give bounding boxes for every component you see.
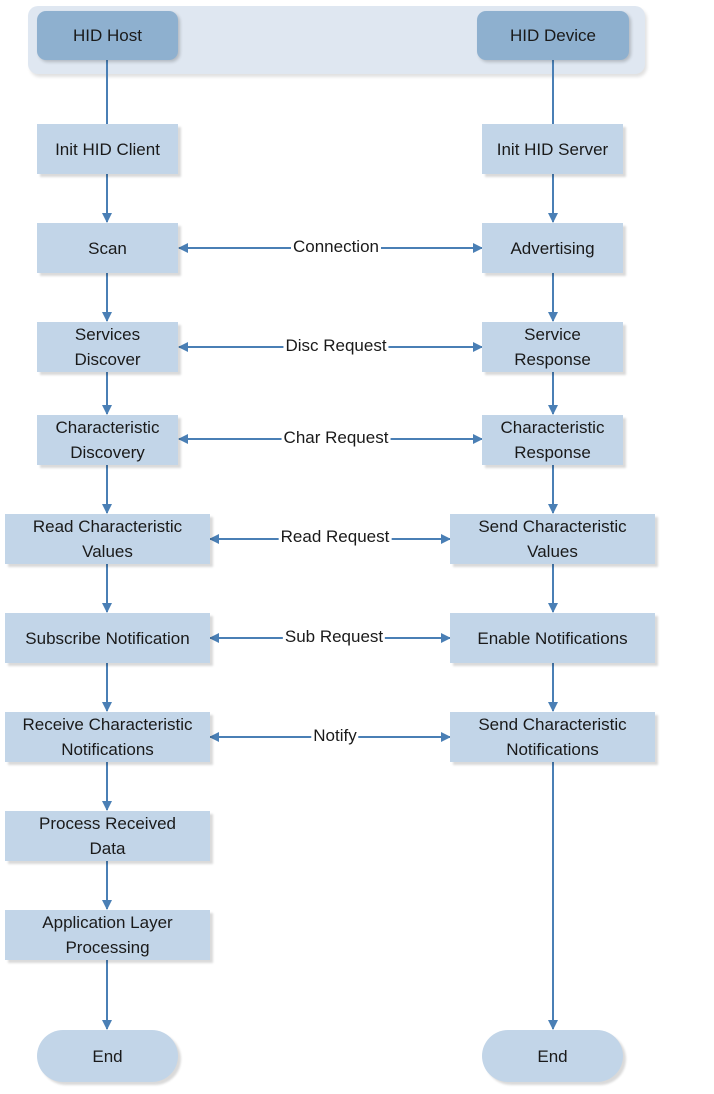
box-line: Read Characteristic [32, 517, 183, 536]
scan-box: Scan [37, 223, 178, 273]
init-hid-client-box: Init HID Client [37, 124, 178, 174]
message-label-read-request: Read Request [278, 527, 392, 547]
box-line: Notifications [61, 740, 154, 759]
box-line: Application Layer [42, 913, 173, 932]
box-line: Processing [65, 938, 150, 957]
characteristic-discovery-box: Characteristic Discovery [37, 415, 178, 465]
box-line: Process Received [38, 814, 176, 833]
message-label-notify: Notify [311, 726, 359, 746]
box-line: Characteristic [500, 418, 605, 437]
box-line: Send Characteristic [478, 715, 627, 734]
services-discover-box: Services Discover [37, 322, 178, 372]
message-label-sub-request: Sub Request [282, 627, 386, 647]
process-received-data-box: Process Received Data [5, 811, 210, 861]
box-line: Send Characteristic [478, 517, 627, 536]
subscribe-notification-box: Subscribe Notification [5, 613, 210, 663]
read-characteristic-values-box: Read Characteristic Values [5, 514, 210, 564]
box-line: Receive Characteristic [22, 715, 193, 734]
application-layer-processing-box: Application Layer Processing [5, 910, 210, 960]
box-line: Characteristic [55, 418, 160, 437]
device-header: HID Device [477, 11, 629, 60]
box-line: Services [74, 325, 141, 344]
message-label-connection: Connection [290, 237, 382, 257]
box-line: Values [527, 542, 578, 561]
send-characteristic-values-box: Send Characteristic Values [450, 514, 655, 564]
box-line: Values [82, 542, 133, 561]
device-end-terminal: End [482, 1030, 623, 1082]
send-characteristic-notifications-box: Send Characteristic Notifications [450, 712, 655, 762]
init-hid-server-box: Init HID Server [482, 124, 623, 174]
box-line: Discovery [70, 443, 145, 462]
box-line: Discover [74, 350, 141, 369]
receive-characteristic-notifications-box: Receive Characteristic Notifications [5, 712, 210, 762]
box-line: Response [514, 443, 591, 462]
enable-notifications-box: Enable Notifications [450, 613, 655, 663]
message-label-disc-request: Disc Request [283, 336, 389, 356]
box-line: Data [89, 839, 126, 858]
box-line: Notifications [506, 740, 599, 759]
box-line: Service [524, 325, 581, 344]
characteristic-response-box: Characteristic Response [482, 415, 623, 465]
service-response-box: Service Response [482, 322, 623, 372]
message-label-char-request: Char Request [281, 428, 391, 448]
box-line: Response [514, 350, 591, 369]
host-header: HID Host [37, 11, 178, 60]
host-end-terminal: End [37, 1030, 178, 1082]
advertising-box: Advertising [482, 223, 623, 273]
